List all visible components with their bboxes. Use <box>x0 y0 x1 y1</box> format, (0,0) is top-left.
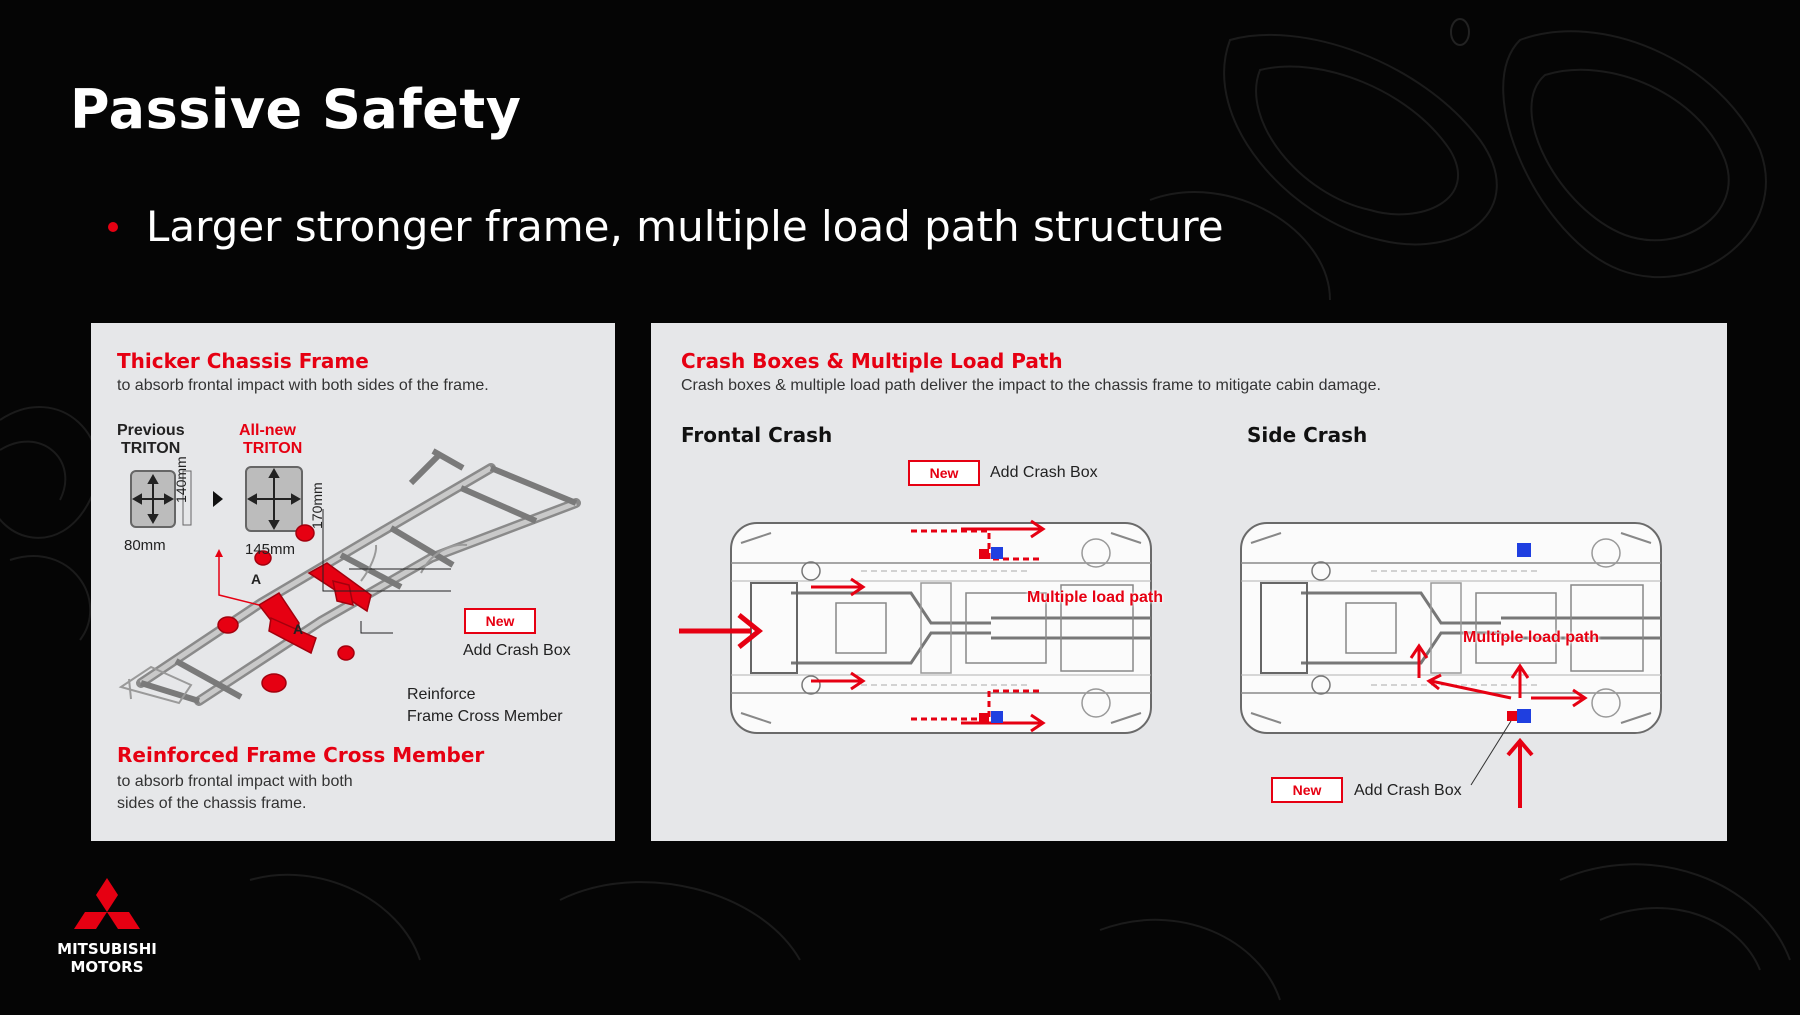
allnew-width-label: 145mm <box>245 541 296 558</box>
allnew-label-2: TRITON <box>243 440 303 457</box>
reinforce-label-1: Reinforce <box>407 686 476 703</box>
crash-boxes-heading: Crash Boxes & Multiple Load Path <box>681 349 1063 373</box>
reinforced-frame-description-1: to absorb frontal impact with both <box>117 773 353 790</box>
new-badge-left: New <box>464 608 536 634</box>
reinforced-frame-description-2: sides of the chassis frame. <box>117 795 307 812</box>
slide-title: Passive Safety <box>70 78 522 141</box>
allnew-label-1: All-new <box>239 422 296 439</box>
allnew-height-label: 170mm <box>309 482 325 529</box>
thicker-chassis-heading: Thicker Chassis Frame <box>117 349 369 373</box>
new-badge-side: New <box>1271 777 1343 803</box>
add-crash-box-label-frontal: Add Crash Box <box>990 464 1098 481</box>
logo-text-line2: MOTORS <box>70 958 144 976</box>
reinforced-frame-heading: Reinforced Frame Cross Member <box>117 743 485 767</box>
reinforce-label-2: Frame Cross Member <box>407 708 563 725</box>
multiple-load-path-frontal: Multiple load path <box>1027 589 1163 606</box>
section-marker-a-bottom: A <box>293 621 304 637</box>
crash-boxes-description: Crash boxes & multiple load path deliver… <box>681 377 1381 394</box>
previous-label-1: Previous <box>117 422 185 439</box>
add-crash-box-label-left: Add Crash Box <box>463 642 571 659</box>
crash-diagrams <box>679 519 1663 808</box>
three-diamonds-icon <box>74 878 140 929</box>
previous-height-label: 140mm <box>173 456 189 503</box>
add-crash-box-label-side: Add Crash Box <box>1354 782 1462 799</box>
section-marker-a-top: A <box>251 571 262 587</box>
previous-width-label: 80mm <box>124 537 166 554</box>
side-crash-title: Side Crash <box>1247 423 1368 447</box>
mitsubishi-logo: MITSUBISHI MOTORS <box>52 878 162 976</box>
previous-label-2: TRITON <box>121 440 181 457</box>
chassis-frame-illustration <box>118 448 581 706</box>
thicker-chassis-description: to absorb frontal impact with both sides… <box>117 377 489 394</box>
multiple-load-path-side: Multiple load path <box>1463 629 1599 646</box>
thicker-chassis-panel: Thicker Chassis Frame to absorb frontal … <box>91 323 615 841</box>
logo-text-line1: MITSUBISHI <box>57 940 157 958</box>
new-badge-frontal: New <box>908 460 980 486</box>
bullet-dot <box>108 221 118 232</box>
bullet-item: Larger stronger frame, multiple load pat… <box>108 202 1224 251</box>
bullet-text: Larger stronger frame, multiple load pat… <box>146 202 1224 251</box>
frontal-crash-title: Frontal Crash <box>681 423 833 447</box>
crash-boxes-panel: Crash Boxes & Multiple Load Path Crash b… <box>651 323 1727 841</box>
